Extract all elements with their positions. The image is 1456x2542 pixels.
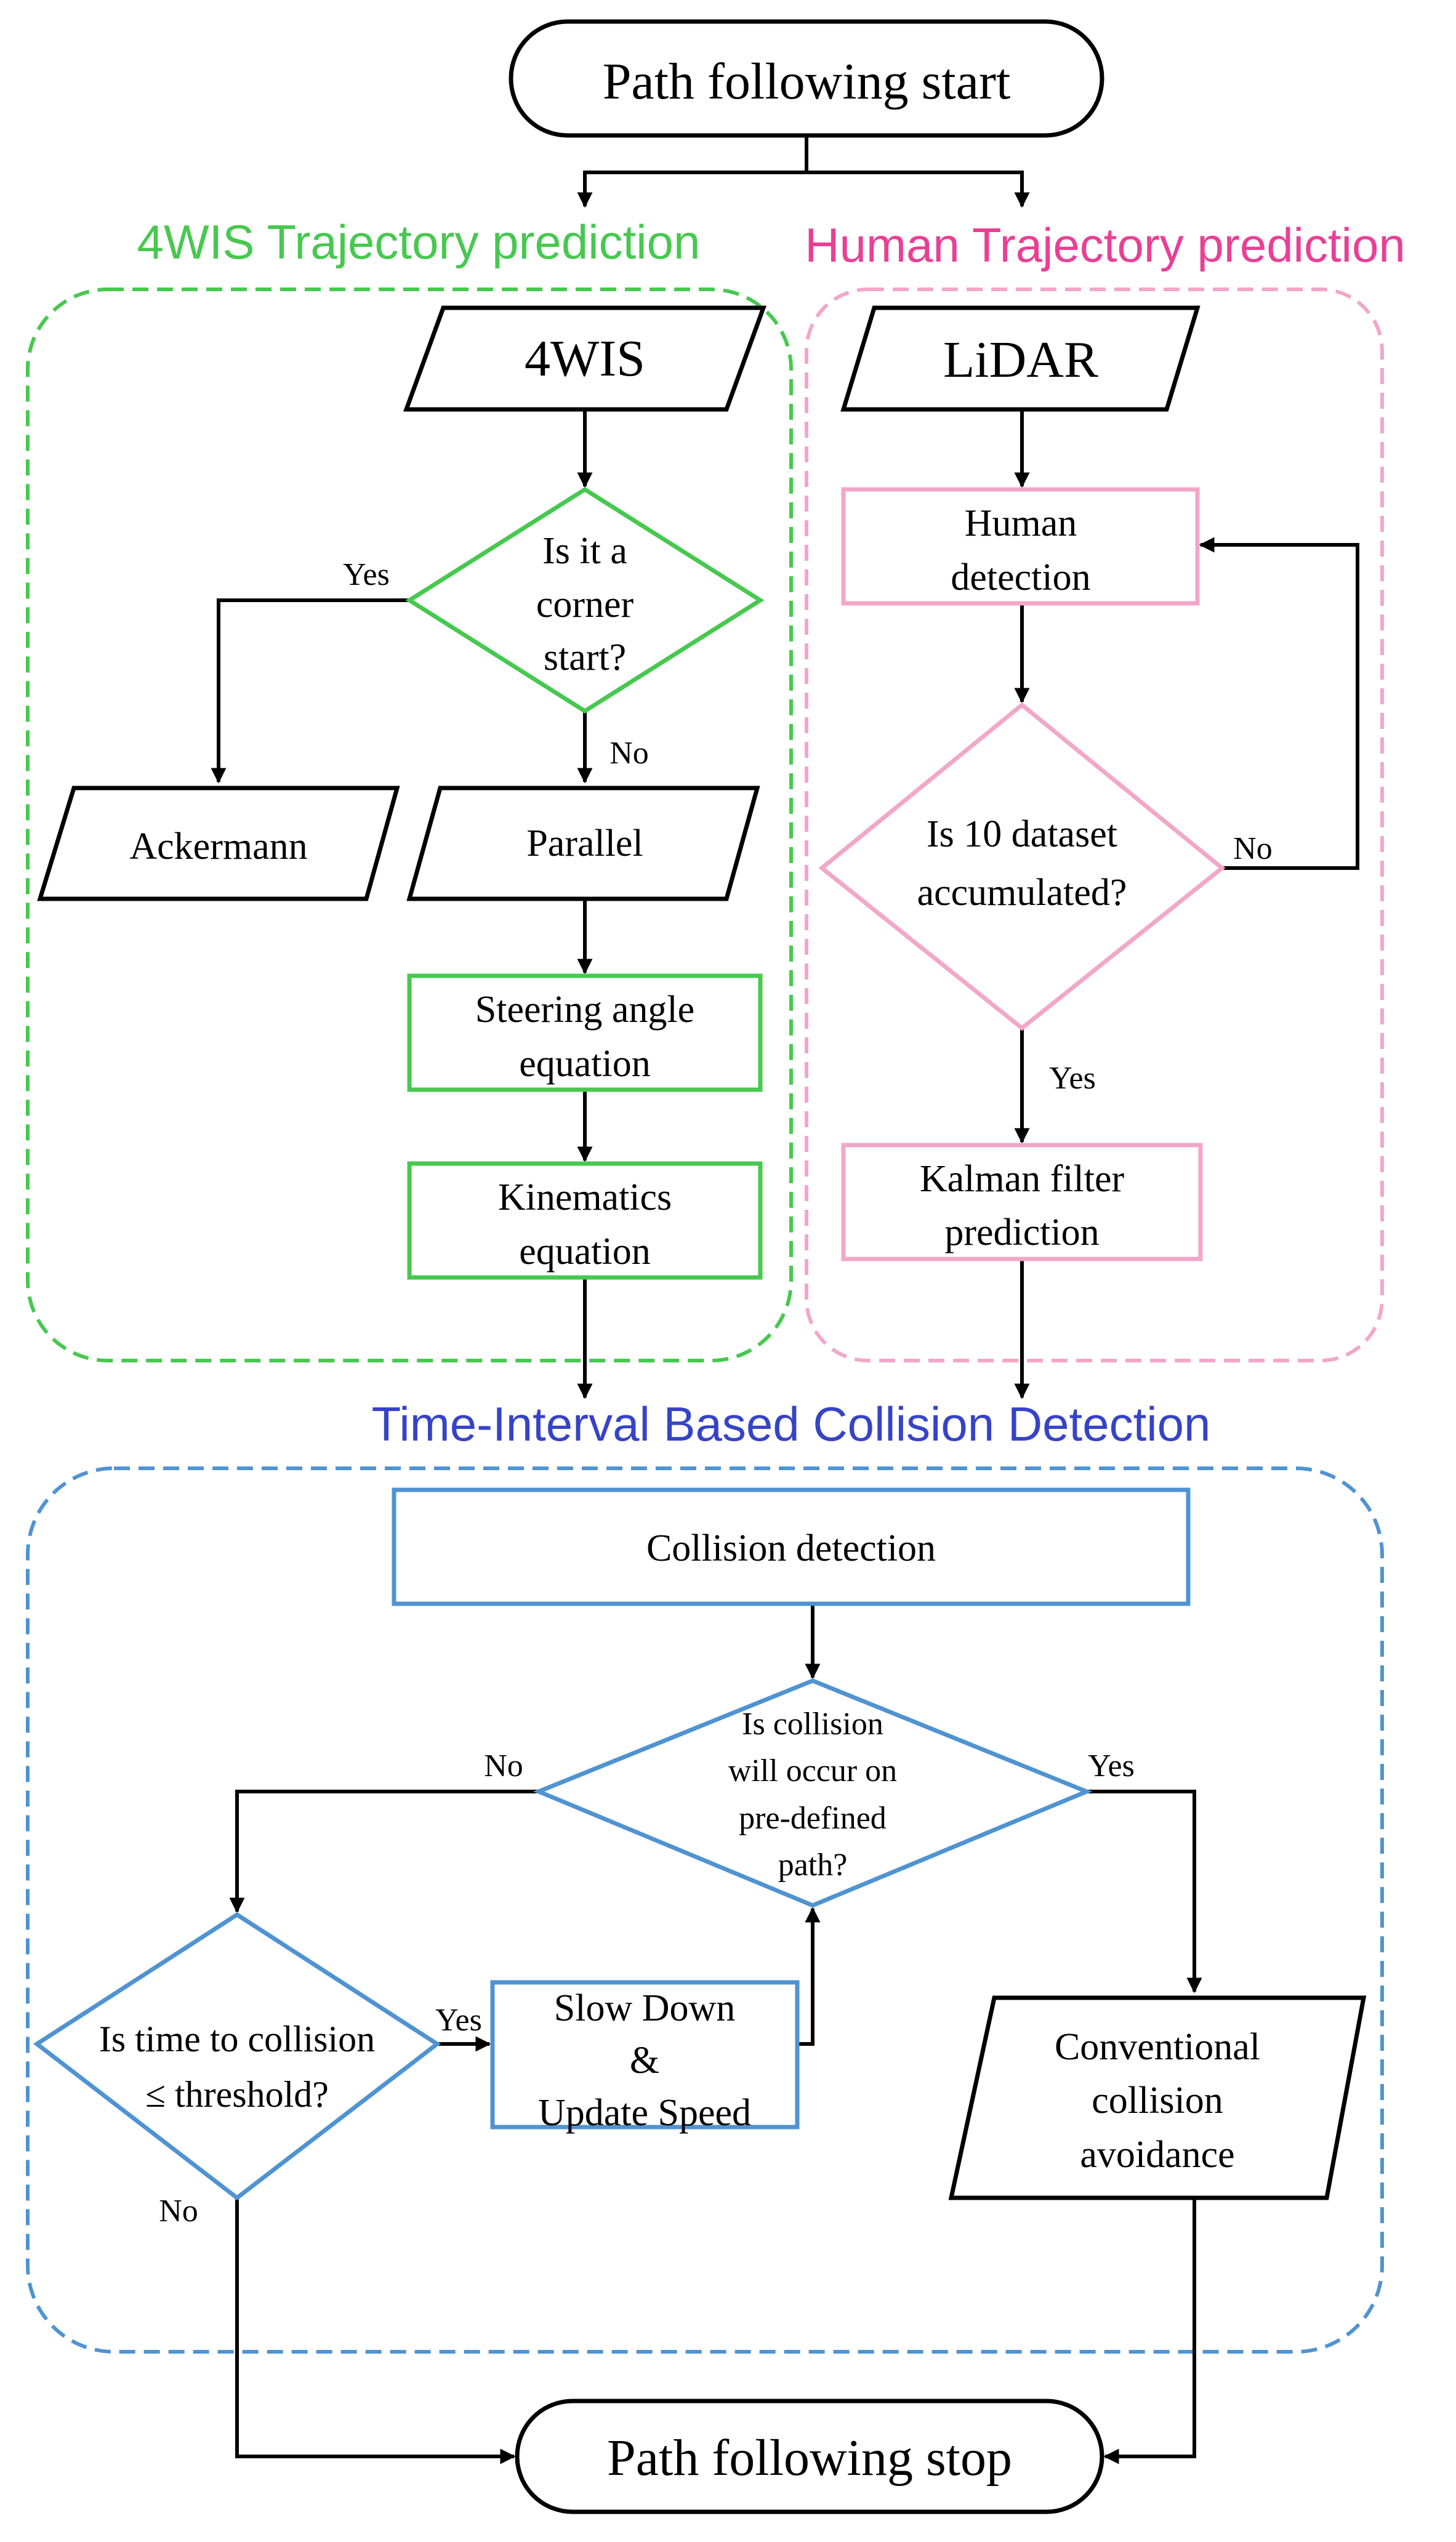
collision-detection-box: Collision detection [392,1487,1191,1606]
stop-label: Path following stop [607,2429,1012,2487]
input-lidar: LiDAR [840,305,1201,412]
input-lidar-label: LiDAR [943,331,1098,388]
kalman-line-2: prediction [944,1212,1099,1253]
vehicle-region-outline [26,288,793,1362]
slow-down-line-2: & [630,2040,659,2081]
collision-decision: Is collision will occur on pre-defined p… [533,1678,1093,1908]
edge-slowdown-to-decision [797,1907,821,2046]
edge-start-to-4wis [577,171,806,208]
dataset-no-label: No [1233,831,1273,866]
collision-no-label: No [484,1748,523,1784]
parallel-label: Parallel [526,823,643,864]
edge-collision-yes-to-conventional [1087,1790,1202,1993]
slow-down-line-3: Update Speed [538,2092,751,2134]
edge-corner-yes-to-ackermann [211,598,409,784]
steering-equation-box: Steering angle equation [407,973,763,1092]
corner-no-label: No [609,736,649,771]
start-terminal: Path following start [509,19,1104,138]
ttc-decision-line-1: Is time to collision [99,2019,375,2059]
conventional-line-2: collision [1092,2080,1223,2122]
dataset-decision-line-1: Is 10 dataset [927,813,1117,855]
dataset-decision-line-2: accumulated? [917,872,1127,914]
vehicle-region-title: 4WIS Trajectory prediction [137,215,701,269]
slow-down-line-1: Slow Down [554,1987,736,2029]
slow-down-box: Slow Down & Update Speed [490,1980,800,2134]
collision-region-outline [26,1466,1384,2354]
edge-start-to-lidar [806,171,1030,208]
collision-decision-line-1: Is collision [742,1707,883,1742]
ttc-yes-label: Yes [435,2003,482,2038]
input-4wis: 4WIS [403,305,766,412]
human-region-title: Human Trajectory prediction [805,218,1405,272]
start-label: Path following start [603,53,1011,110]
flow-connectors [211,135,1359,2464]
human-detection-line-2: detection [951,557,1090,598]
ackermann-label: Ackermann [129,826,307,867]
dataset-yes-label: Yes [1049,1061,1096,1096]
input-4wis-label: 4WIS [525,330,645,387]
steering-line-1: Steering angle [475,989,694,1031]
collision-region-title: Time-Interval Based Collision Detection [372,1397,1211,1451]
ackermann-box: Ackermann [37,786,400,901]
edge-conventional-to-stop [1103,2198,1196,2464]
collision-detection-label: Collision detection [646,1527,936,1569]
kalman-filter-box: Kalman filter prediction [841,1143,1203,1261]
corner-decision-line-3: start? [544,637,626,678]
collision-decision-line-3: pre-defined [739,1801,887,1836]
stop-terminal: Path following stop [515,2399,1104,2514]
parallel-box: Parallel [406,786,760,901]
ttc-decision-line-2: ≤ threshold? [145,2074,329,2115]
kinematics-line-1: Kinematics [498,1176,672,1218]
kinematics-equation-box: Kinematics equation [407,1161,763,1280]
ttc-no-label: No [159,2194,198,2229]
corner-decision-line-1: Is it a [542,530,627,572]
conventional-line-1: Conventional [1055,2026,1260,2068]
edge-collision-no-to-ttc [229,1790,539,1913]
conventional-avoidance-box: Conventional collision avoidance [948,1995,1367,2200]
corner-decision-line-2: corner [536,584,634,625]
corner-decision: Is it a corner start? [405,486,765,714]
kinematics-line-2: equation [519,1231,651,1273]
human-region-outline [805,288,1384,1362]
human-detection-box: Human detection [841,487,1200,606]
steering-line-2: equation [519,1043,651,1085]
human-detection-line-1: Human [965,502,1077,544]
dataset-decision: Is 10 dataset accumulated? [818,702,1226,1031]
kalman-line-1: Kalman filter [920,1158,1125,1200]
corner-yes-label: Yes [343,557,390,592]
edge-dataset-no-loop [1199,537,1359,870]
ttc-decision: Is time to collision ≤ threshold? [33,1912,441,2201]
edge-ttc-no-to-stop [235,2198,516,2464]
collision-decision-line-2: will occur on [728,1753,897,1788]
collision-yes-label: Yes [1088,1748,1135,1784]
collision-decision-line-4: path? [778,1848,848,1883]
conventional-line-3: avoidance [1080,2134,1234,2176]
